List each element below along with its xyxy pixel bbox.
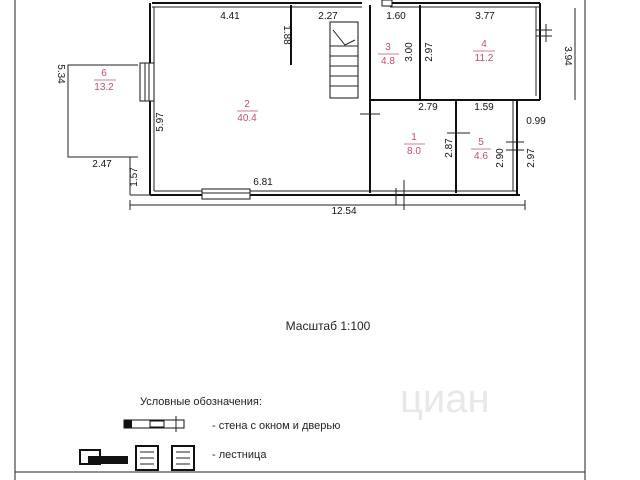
room-2-label: 2 40.4 bbox=[237, 99, 258, 124]
room-number: 6 bbox=[101, 68, 107, 79]
window-right-top bbox=[536, 24, 552, 42]
dim-label: 2.27 bbox=[318, 11, 338, 22]
dim-label: 1.57 bbox=[129, 167, 140, 187]
legend-title: Условные обозначения: bbox=[140, 396, 262, 408]
room-area: 11.2 bbox=[475, 53, 494, 64]
room-area: 13.2 bbox=[94, 82, 114, 93]
house-walls bbox=[149, 2, 541, 196]
dim-label: 2.97 bbox=[526, 148, 537, 168]
dim-label: 3.77 bbox=[475, 11, 495, 22]
room-6-outline bbox=[67, 64, 138, 158]
dim-label: 1.60 bbox=[386, 11, 406, 22]
room-area: 40.4 bbox=[237, 113, 257, 124]
room-area: 4.8 bbox=[381, 56, 395, 67]
room-area: 8.0 bbox=[407, 146, 421, 157]
room-number: 3 bbox=[385, 42, 391, 53]
room-4-label: 4 11.2 bbox=[473, 39, 495, 64]
top-vent bbox=[381, 0, 393, 7]
room-number: 5 bbox=[478, 137, 484, 148]
legend-stairs-symbol bbox=[79, 445, 195, 471]
watermark: циан bbox=[400, 377, 490, 421]
legend-stairs-label: - лестница bbox=[212, 449, 267, 461]
dim-label: 1.59 bbox=[474, 102, 494, 113]
room-6-label: 6 13.2 bbox=[94, 68, 116, 93]
legend-wall-symbol bbox=[123, 416, 185, 432]
page-frame bbox=[14, 0, 586, 480]
dim-label: 5.34 bbox=[55, 64, 66, 84]
legend-wall-label: - стена с окном и дверью bbox=[212, 420, 340, 432]
interior-walls bbox=[290, 5, 540, 210]
dim-label: 2.47 bbox=[92, 159, 112, 170]
room-number: 2 bbox=[244, 99, 250, 110]
dim-label: 5.97 bbox=[155, 112, 166, 132]
scale-label: Масштаб 1:100 bbox=[286, 319, 371, 333]
dimension-guides bbox=[129, 8, 576, 210]
room-number: 4 bbox=[481, 39, 487, 50]
dim-label: 2.79 bbox=[418, 102, 438, 113]
window-bottom bbox=[201, 188, 251, 200]
room-area: 4.6 bbox=[474, 151, 488, 162]
room-5-label: 5 4.6 bbox=[471, 137, 491, 162]
dim-label: 6.81 bbox=[253, 177, 273, 188]
room-3-label: 3 4.8 bbox=[378, 42, 399, 67]
dim-label: 4.41 bbox=[220, 11, 240, 22]
dim-label: 1.88 bbox=[281, 25, 292, 45]
dim-label: 2.97 bbox=[424, 42, 435, 62]
staircase bbox=[329, 21, 359, 99]
window-right-bottom bbox=[506, 141, 524, 151]
dim-label: 3.00 bbox=[404, 42, 415, 62]
room-1-label: 1 8.0 bbox=[404, 132, 425, 157]
room-number: 1 bbox=[411, 132, 417, 143]
dim-label: 2.90 bbox=[495, 148, 506, 168]
dim-label: 3.94 bbox=[562, 46, 573, 66]
dim-label: 12.54 bbox=[331, 206, 356, 217]
dim-label: 0.99 bbox=[526, 116, 546, 127]
dim-label: 2.87 bbox=[444, 138, 455, 158]
window-left bbox=[139, 62, 155, 102]
